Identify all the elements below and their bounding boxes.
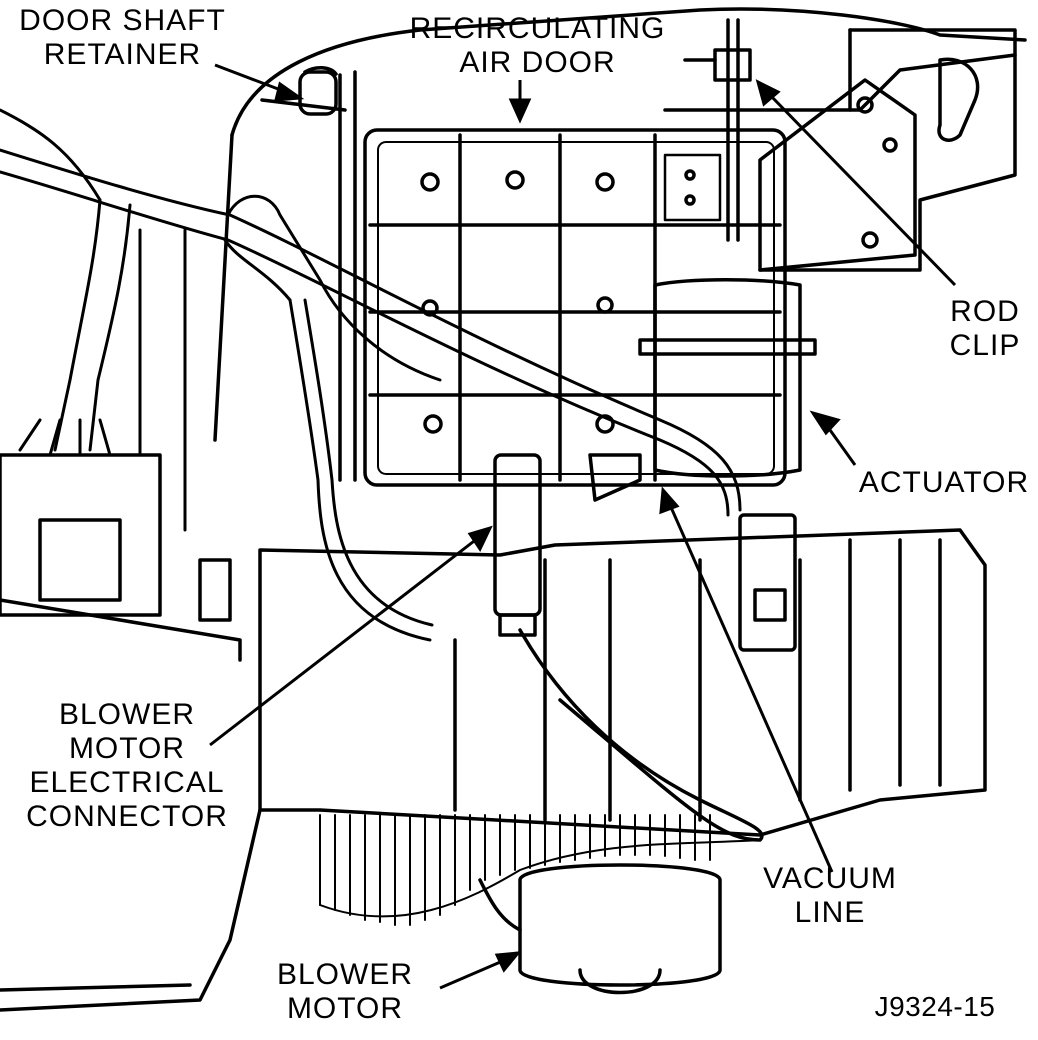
housing-top-outline	[230, 7, 1027, 137]
label-line: RECIRCULATING	[409, 12, 666, 45]
label-line: CLIP	[949, 329, 1021, 362]
label-rod-clip: ROD CLIP	[935, 295, 1035, 363]
wiring-harness	[0, 108, 742, 642]
recirculating-air-door-panel	[363, 128, 787, 487]
label-actuator: ACTUATOR	[855, 466, 1033, 500]
electrical-connector-part	[493, 453, 797, 652]
left-block	[0, 453, 242, 662]
label-line: MOTOR	[286, 992, 404, 1025]
label-line: LINE	[794, 896, 866, 929]
label-line: VACUUM	[763, 862, 897, 895]
door-shaft-retainer-part	[298, 66, 338, 116]
label-blower-motor-electrical-connector: BLOWER MOTOR ELECTRICAL CONNECTOR	[8, 698, 246, 834]
blower-housing	[0, 528, 987, 1012]
label-line: AIR DOOR	[459, 46, 616, 79]
label-line: MOTOR	[68, 732, 186, 765]
label-door-shaft-retainer: DOOR SHAFT RETAINER	[0, 4, 245, 72]
label-vacuum-line: VACUUM LINE	[745, 862, 915, 930]
figure-reference-code: J9324-15	[874, 991, 996, 1022]
label-line: BLOWER	[276, 958, 414, 991]
rod-and-bracket	[663, 18, 1017, 272]
vacuum-line-part	[518, 628, 764, 842]
label-line: ROD	[950, 295, 1020, 328]
label-line: CONNECTOR	[26, 800, 228, 833]
label-line: BLOWER	[58, 698, 196, 731]
label-blower-motor: BLOWER MOTOR	[270, 958, 420, 1026]
label-line: RETAINER	[43, 38, 202, 71]
blower-wheel-fins	[319, 814, 761, 926]
label-line: DOOR SHAFT	[19, 4, 226, 37]
label-line: ACTUATOR	[858, 466, 1030, 499]
actuator-part	[638, 278, 817, 478]
label-recirculating-air-door: RECIRCULATING AIR DOOR	[395, 12, 680, 80]
label-line: ELECTRICAL	[29, 766, 225, 799]
blower-motor-part	[478, 863, 722, 995]
